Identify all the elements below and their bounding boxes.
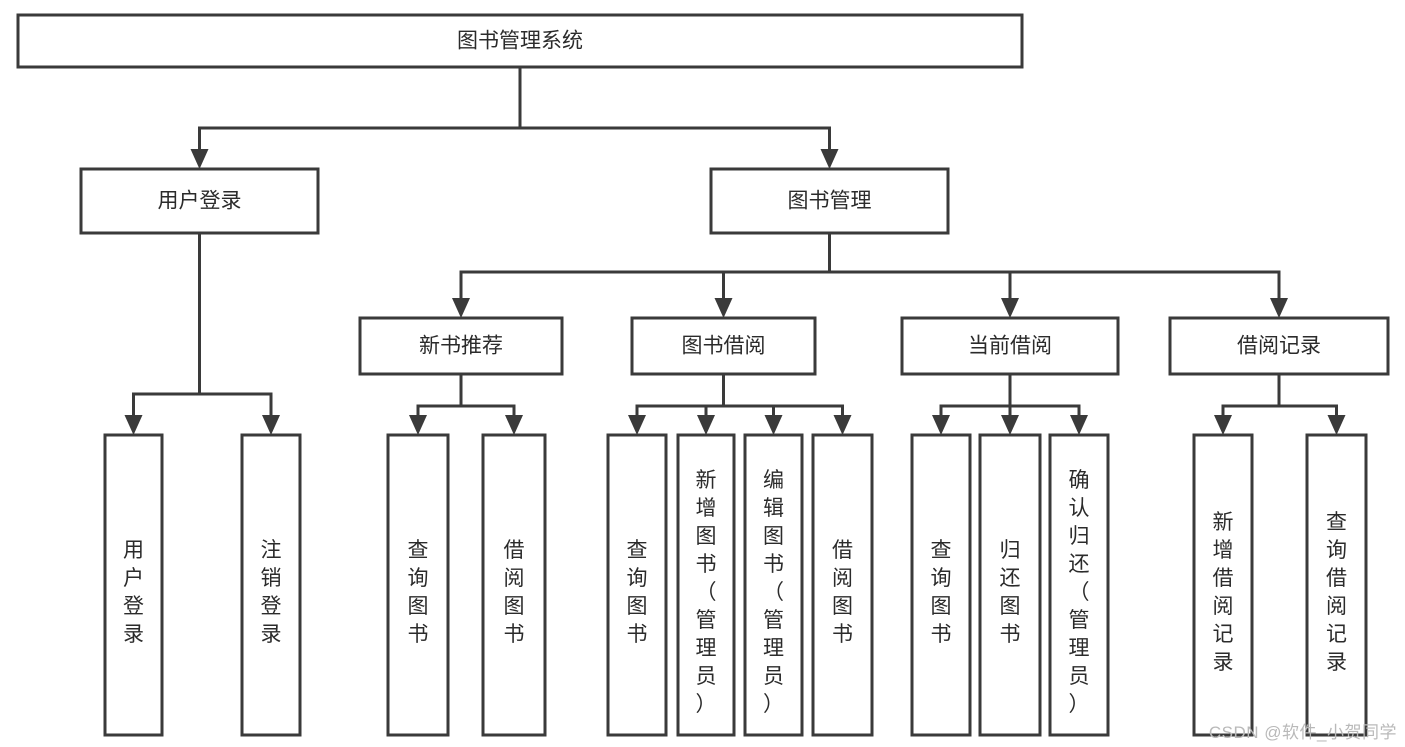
node-book-manage[interactable]: 图书管理 xyxy=(709,167,950,235)
node-box-leaf-query-book-1[interactable] xyxy=(386,433,450,737)
node-box-leaf-edit-book-admin[interactable] xyxy=(743,433,804,737)
arrow-head-icon xyxy=(1001,415,1019,435)
node-current-borrow[interactable]: 当前借阅 xyxy=(900,316,1120,376)
arrow-head-icon xyxy=(820,149,839,169)
node-label-leaf-edit-book-admin: 编辑图书（管理员） xyxy=(763,468,784,715)
node-box-leaf-borrow-book-1[interactable] xyxy=(481,433,547,737)
arrow-head-icon xyxy=(409,415,427,435)
node-box-leaf-user-login[interactable] xyxy=(103,433,164,737)
arrow-head-icon xyxy=(1327,415,1346,435)
arrow-head-icon xyxy=(452,298,470,318)
node-book-borrow[interactable]: 图书借阅 xyxy=(630,316,817,376)
node-leaf-borrow-book-2[interactable]: 借阅图书 xyxy=(811,433,874,737)
node-label-leaf-add-book-admin: 新增图书（管理员） xyxy=(696,468,717,715)
node-box-book-manage[interactable] xyxy=(709,167,950,235)
connector-layer xyxy=(124,65,1346,435)
node-label-leaf-confirm-return-admin: 确认归还（管理员） xyxy=(1069,468,1090,715)
arrow-head-icon xyxy=(1001,298,1019,318)
node-label-leaf-borrow-book-2: 借阅图书 xyxy=(832,538,853,645)
node-box-leaf-query-book-3[interactable] xyxy=(910,433,972,737)
node-label-borrow-record: 借阅记录 xyxy=(1237,335,1321,358)
arrow-head-icon xyxy=(1070,415,1088,435)
node-label-leaf-user-login: 用户登录 xyxy=(123,538,144,645)
node-box-new-book-rec[interactable] xyxy=(358,316,564,376)
node-label-leaf-user-logout: 注销登录 xyxy=(261,538,282,645)
arrow-head-icon xyxy=(190,149,209,169)
node-leaf-query-book-3[interactable]: 查询图书 xyxy=(910,433,972,737)
node-box-user-login[interactable] xyxy=(79,167,320,235)
node-leaf-user-login[interactable]: 用户登录 xyxy=(103,433,164,737)
node-label-book-manage: 图书管理 xyxy=(788,190,872,213)
node-label-leaf-query-record: 查询借阅记录 xyxy=(1326,510,1347,673)
node-box-current-borrow[interactable] xyxy=(900,316,1120,376)
node-user-login[interactable]: 用户登录 xyxy=(79,167,320,235)
node-label-leaf-query-book-1: 查询图书 xyxy=(408,538,429,645)
node-label-root: 图书管理系统 xyxy=(457,30,583,53)
node-box-leaf-borrow-book-2[interactable] xyxy=(811,433,874,737)
arrow-head-icon xyxy=(628,415,646,435)
arrow-head-icon xyxy=(932,415,950,435)
node-leaf-user-logout[interactable]: 注销登录 xyxy=(240,433,302,737)
node-label-book-borrow: 图书借阅 xyxy=(682,335,766,358)
arrow-head-icon xyxy=(262,415,280,435)
node-label-leaf-borrow-book-1: 借阅图书 xyxy=(504,538,525,645)
node-box-leaf-query-book-2[interactable] xyxy=(606,433,668,737)
node-leaf-edit-book-admin[interactable]: 编辑图书（管理员） xyxy=(743,433,804,737)
arrow-head-icon xyxy=(697,415,715,435)
node-label-user-login: 用户登录 xyxy=(158,190,242,213)
node-box-leaf-query-record[interactable] xyxy=(1305,433,1368,737)
node-leaf-query-book-1[interactable]: 查询图书 xyxy=(386,433,450,737)
node-new-book-rec[interactable]: 新书推荐 xyxy=(358,316,564,376)
node-leaf-add-record[interactable]: 新增借阅记录 xyxy=(1192,433,1254,737)
arrow-head-icon xyxy=(833,415,852,435)
node-root[interactable]: 图书管理系统 xyxy=(16,13,1024,69)
node-layer: 图书管理系统用户登录图书管理新书推荐图书借阅当前借阅借阅记录用户登录注销登录查询… xyxy=(16,13,1390,737)
arrow-head-icon xyxy=(714,298,733,318)
node-leaf-add-book-admin[interactable]: 新增图书（管理员） xyxy=(676,433,736,737)
node-label-leaf-query-book-3: 查询图书 xyxy=(931,538,952,645)
arrow-head-icon xyxy=(505,415,523,435)
node-box-borrow-record[interactable] xyxy=(1168,316,1390,376)
node-box-book-borrow[interactable] xyxy=(630,316,817,376)
node-box-leaf-return-book[interactable] xyxy=(978,433,1042,737)
csdn-watermark: CSDN @软件_小贺同学 xyxy=(1208,723,1397,742)
arrow-head-icon xyxy=(1270,298,1288,318)
node-label-leaf-query-book-2: 查询图书 xyxy=(627,538,648,645)
node-box-leaf-add-record[interactable] xyxy=(1192,433,1254,737)
arrow-head-icon xyxy=(1214,415,1232,435)
node-leaf-confirm-return-admin[interactable]: 确认归还（管理员） xyxy=(1048,433,1110,737)
arrow-head-icon xyxy=(764,415,783,435)
node-box-leaf-add-book-admin[interactable] xyxy=(676,433,736,737)
node-borrow-record[interactable]: 借阅记录 xyxy=(1168,316,1390,376)
node-leaf-query-record[interactable]: 查询借阅记录 xyxy=(1305,433,1368,737)
arrow-head-icon xyxy=(124,415,143,435)
node-leaf-return-book[interactable]: 归还图书 xyxy=(978,433,1042,737)
node-leaf-query-book-2[interactable]: 查询图书 xyxy=(606,433,668,737)
node-label-leaf-return-book: 归还图书 xyxy=(1000,538,1021,645)
node-box-leaf-user-logout[interactable] xyxy=(240,433,302,737)
node-box-root[interactable] xyxy=(16,13,1024,69)
node-leaf-borrow-book-1[interactable]: 借阅图书 xyxy=(481,433,547,737)
node-label-current-borrow: 当前借阅 xyxy=(968,335,1052,358)
node-label-new-book-rec: 新书推荐 xyxy=(419,335,503,358)
node-box-leaf-confirm-return-admin[interactable] xyxy=(1048,433,1110,737)
node-label-leaf-add-record: 新增借阅记录 xyxy=(1213,510,1234,673)
